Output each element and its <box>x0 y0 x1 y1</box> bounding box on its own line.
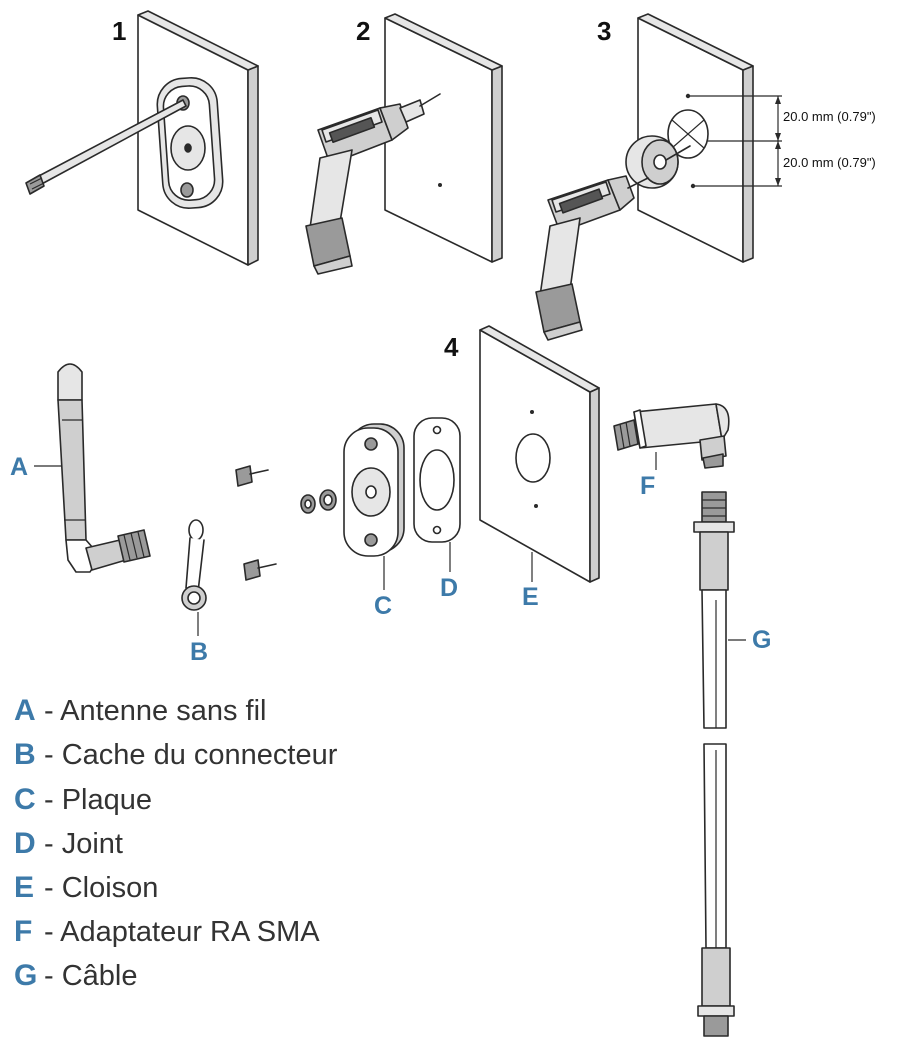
legend-text-e: - Cloison <box>44 872 158 904</box>
legend-key-a: A <box>14 694 36 727</box>
callout-g: G <box>752 626 771 654</box>
legend-item-c: C - Plaque <box>14 783 152 816</box>
callout-c: C <box>374 592 392 620</box>
step-2-label: 2 <box>356 16 370 46</box>
legend-text-b: - Cache du connecteur <box>44 739 338 771</box>
screw-top <box>235 465 269 487</box>
legend-item-a: A - Antenne sans fil <box>14 694 266 727</box>
callout-f: F <box>640 472 655 500</box>
legend-key-d: D <box>14 827 36 860</box>
washers <box>300 489 337 514</box>
legend-item-d: D - Joint <box>14 827 123 860</box>
legend-item-g: G - Câble <box>14 959 138 992</box>
dimension-upper: 20.0 mm (0.79") <box>783 109 876 124</box>
callout-d: D <box>440 574 458 602</box>
legend-text-g: - Câble <box>44 960 138 992</box>
legend-key-e: E <box>14 871 34 904</box>
cable <box>693 491 735 1037</box>
legend-item-f: F - Adaptateur RA SMA <box>14 915 320 948</box>
legend: A - Antenne sans fil B - Cache du connec… <box>14 694 338 992</box>
gasket <box>413 417 461 543</box>
wireless-antenna <box>57 363 151 573</box>
legend-text-d: - Joint <box>44 828 123 860</box>
callout-a: A <box>10 453 28 481</box>
legend-key-f: F <box>14 915 32 948</box>
callout-b: B <box>190 638 208 666</box>
step-2-drill <box>305 93 441 275</box>
step-3-illustration: 3 20.0 mm (0.79") 20.0 mm (0.79") <box>535 13 876 341</box>
step-3-drill <box>535 175 649 341</box>
step-4-label: 4 <box>444 332 459 362</box>
step-2-illustration: 2 <box>305 13 503 275</box>
legend-key-b: B <box>14 738 36 771</box>
callout-e: E <box>522 583 539 611</box>
step-1-illustration: 1 <box>25 10 259 266</box>
legend-key-c: C <box>14 783 36 816</box>
step-1-label: 1 <box>112 16 126 46</box>
step-4-exploded-view: 4 A B <box>10 325 771 1037</box>
legend-text-f: - Adaptateur RA SMA <box>44 916 320 948</box>
ra-sma-adapter <box>613 403 730 469</box>
legend-key-g: G <box>14 959 37 992</box>
legend-item-b: B - Cache du connecteur <box>14 738 338 771</box>
dimension-lower: 20.0 mm (0.79") <box>783 155 876 170</box>
bulkhead <box>479 325 600 583</box>
connector-cap <box>181 519 207 611</box>
mounting-plate <box>343 423 405 557</box>
screw-bottom <box>243 559 277 581</box>
legend-text-c: - Plaque <box>44 784 152 816</box>
step-3-label: 3 <box>597 16 611 46</box>
legend-item-e: E - Cloison <box>14 871 158 904</box>
legend-text-a: - Antenne sans fil <box>44 695 266 727</box>
